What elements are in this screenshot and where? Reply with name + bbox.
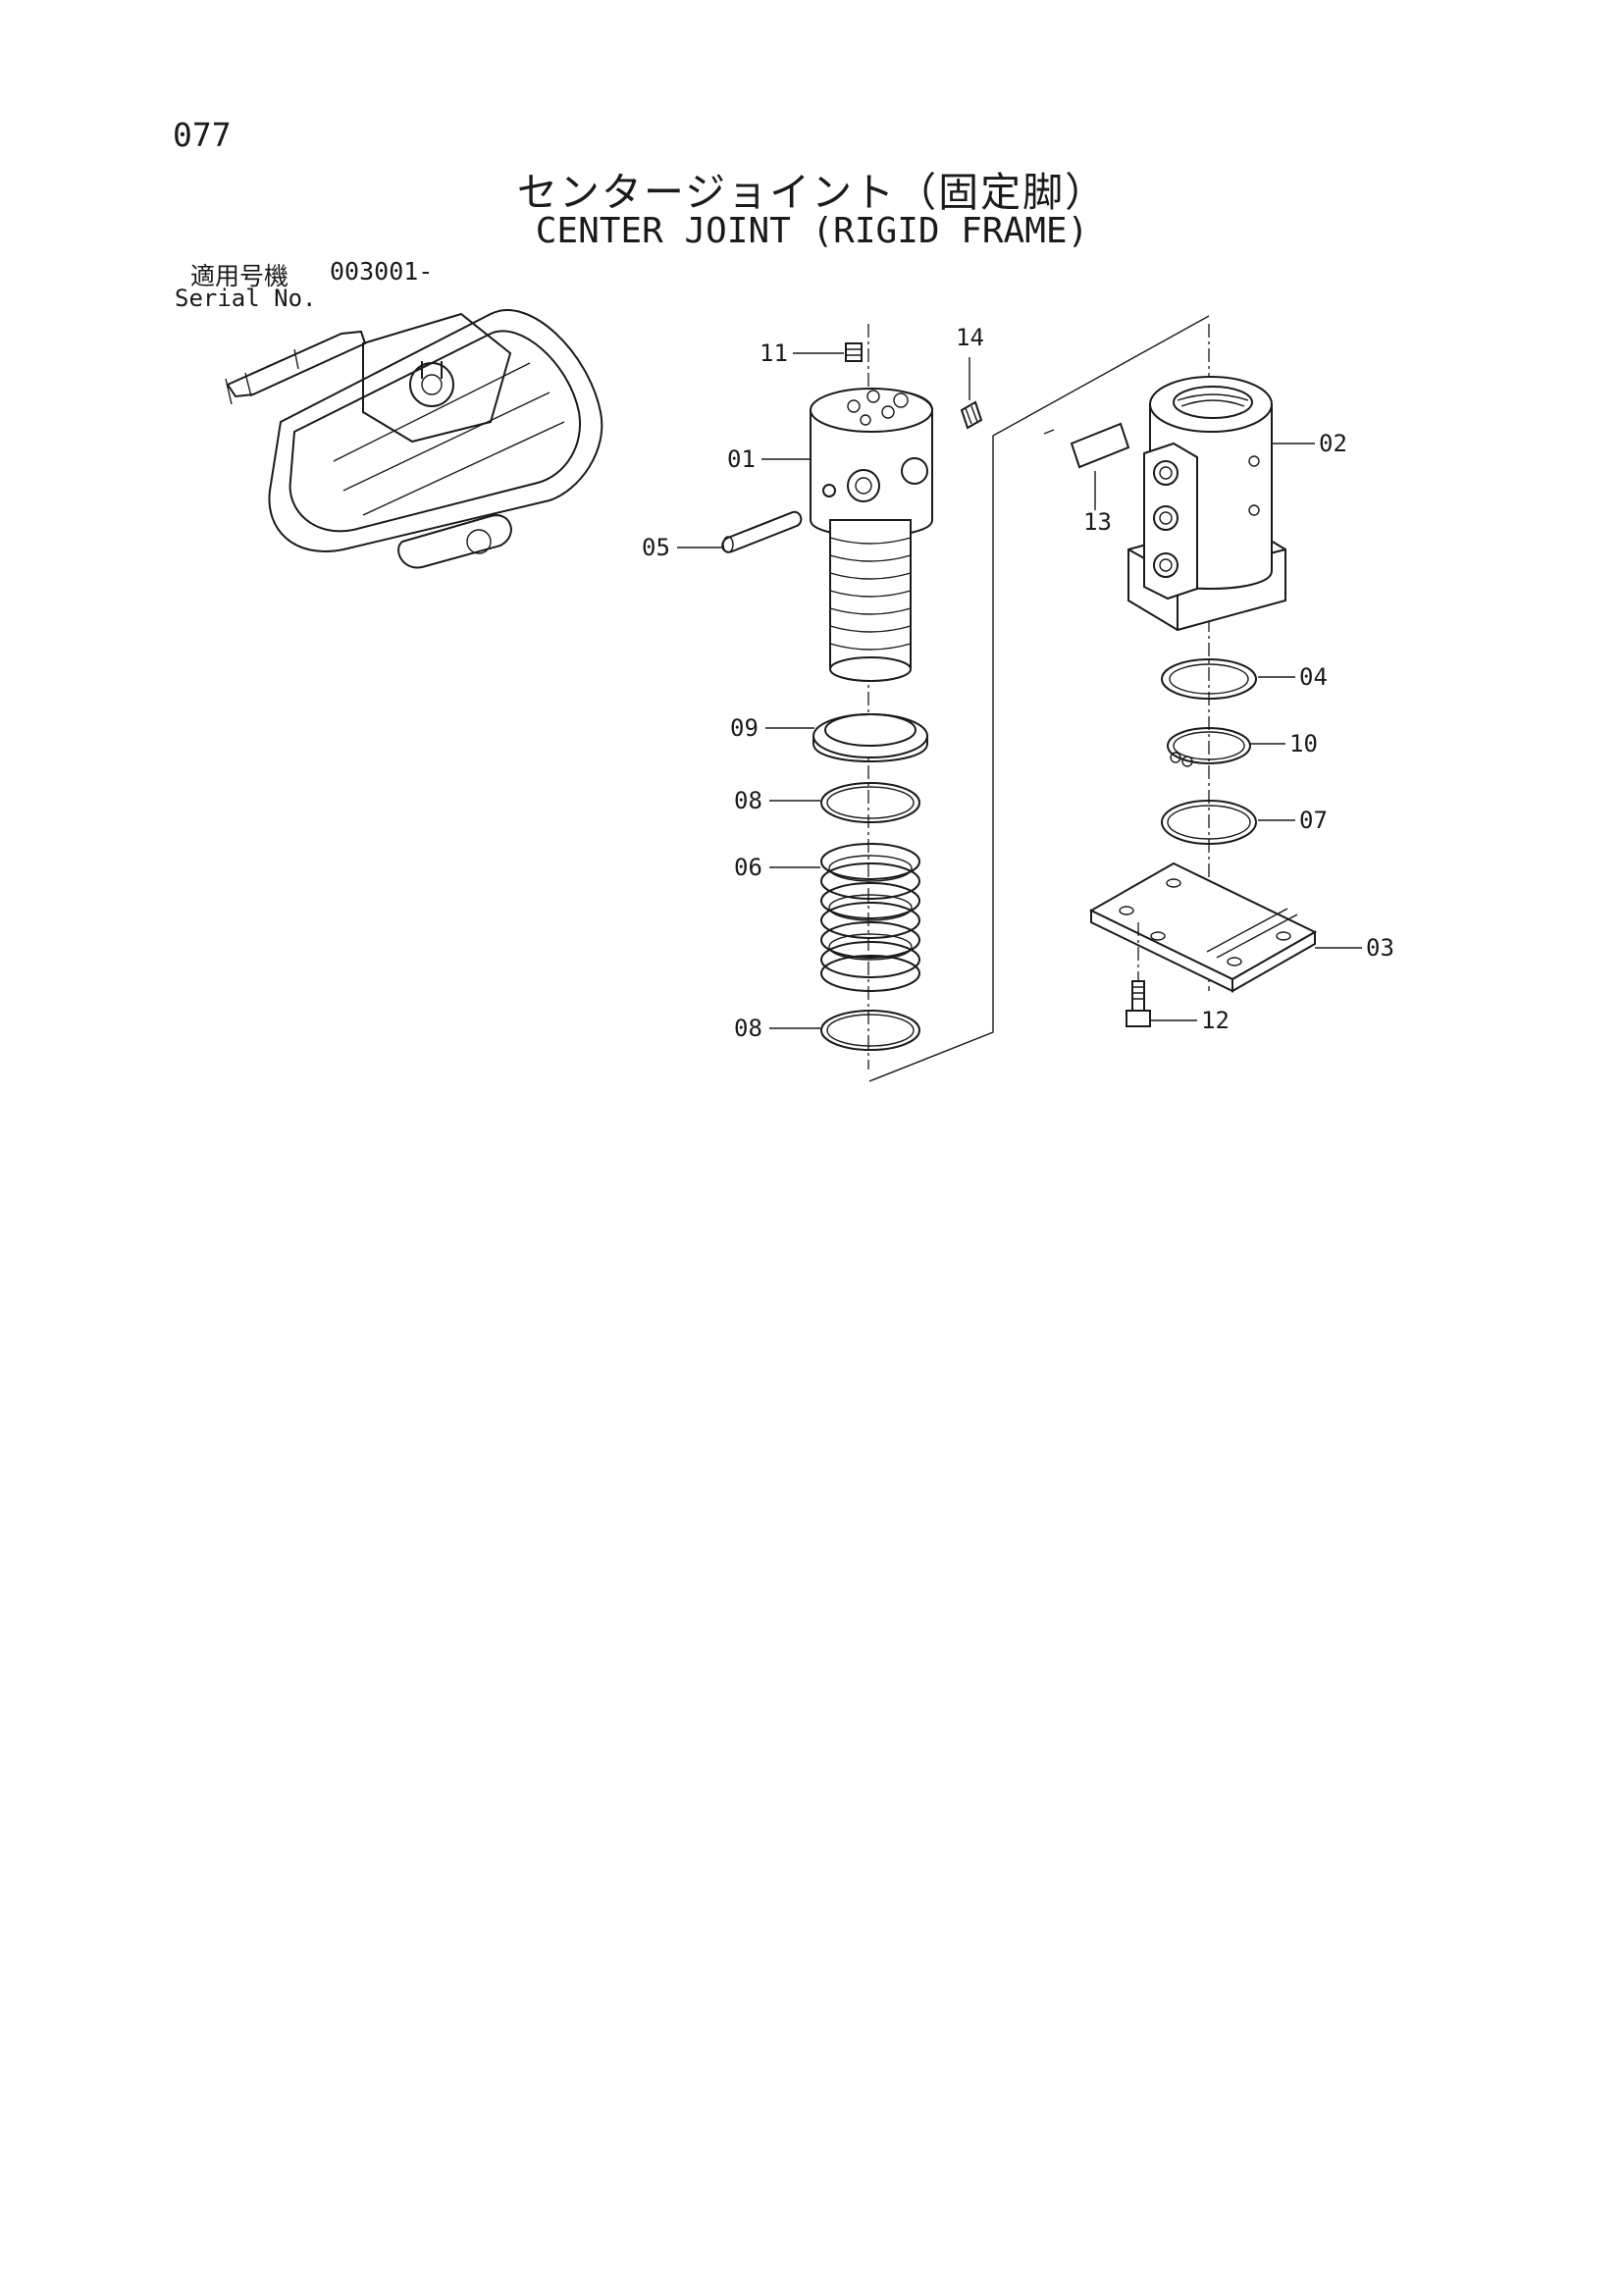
plate-13 [1043, 422, 1130, 469]
assembly-line [868, 315, 1210, 1082]
plug-11 [845, 342, 863, 362]
callout-07: 07 [1299, 807, 1328, 834]
callout-04: 04 [1299, 663, 1328, 691]
leader-lines [677, 352, 1362, 1029]
o-ring-08-upper [820, 782, 920, 823]
seal-04 [1161, 658, 1257, 700]
cover-03 [1088, 861, 1318, 993]
callout-12: 12 [1201, 1007, 1230, 1034]
callout-14: 14 [956, 324, 984, 351]
callout-09: 09 [730, 714, 759, 742]
spindle-01 [810, 324, 933, 1070]
seal-09 [812, 713, 928, 762]
machine-location-thumbnail [225, 309, 603, 569]
o-ring-08-lower [820, 1010, 920, 1051]
plug-14 [960, 400, 983, 430]
title-english: CENTER JOINT (RIGID FRAME) [535, 211, 1089, 251]
page-number: 077 [173, 116, 232, 154]
seal-set-06 [820, 843, 920, 992]
snap-ring-10 [1167, 727, 1251, 767]
callout-13: 13 [1083, 508, 1112, 536]
serial-value: 003001- [330, 257, 434, 286]
bolt-12 [1126, 922, 1151, 1027]
callout-08-lower: 08 [734, 1015, 762, 1042]
serial-label-japanese: 適用号機 [190, 262, 289, 290]
callout-01: 01 [727, 445, 756, 473]
body-02 [1127, 324, 1286, 991]
callout-02: 02 [1319, 430, 1347, 457]
title-japanese: センタージョイント（固定脚） [516, 169, 1108, 216]
serial-label-english: Serial No. [175, 285, 317, 312]
pin-05 [721, 510, 803, 553]
callout-05: 05 [642, 534, 670, 561]
callout-11: 11 [760, 339, 788, 367]
callout-06: 06 [734, 854, 762, 881]
callout-08-upper: 08 [734, 787, 762, 814]
o-ring-07 [1161, 800, 1257, 845]
callout-03: 03 [1366, 934, 1394, 962]
callout-10: 10 [1289, 730, 1318, 757]
